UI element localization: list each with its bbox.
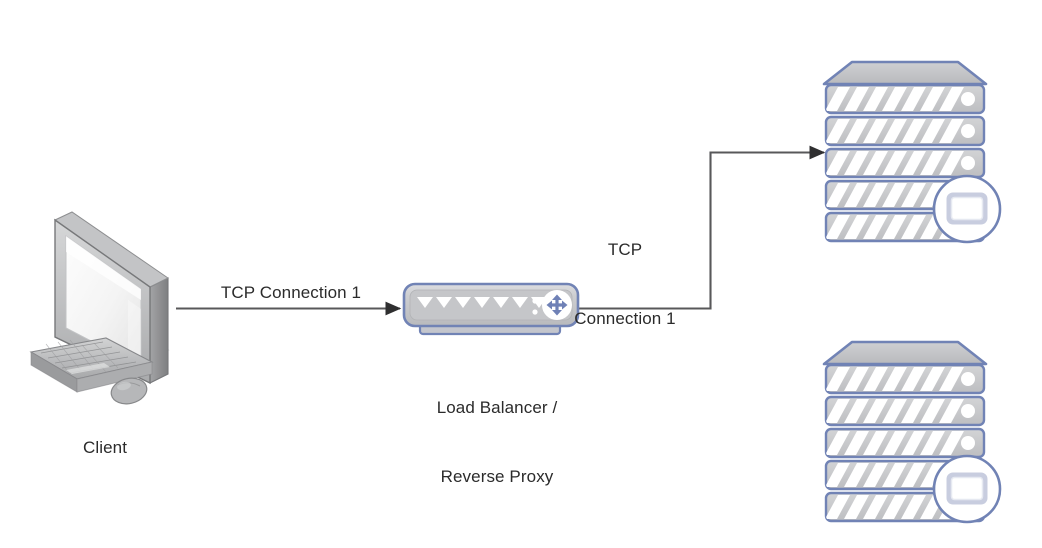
keyboard: [29, 337, 154, 393]
node-label-load-balancer: Load Balancer / Reverse Proxy: [397, 350, 597, 534]
node-label-line1: Load Balancer /: [436, 398, 558, 417]
monitor: [54, 211, 169, 385]
node-label-line2: Reverse Proxy: [440, 467, 554, 486]
rack-top: [822, 340, 988, 366]
rack-slat: [824, 427, 986, 459]
rack-top: [822, 60, 988, 86]
rack-led: [961, 156, 975, 170]
mouse: [110, 377, 148, 405]
monitor-badge-icon: [932, 454, 1002, 524]
rack-slat: [824, 83, 986, 115]
edge-label-line2: Connection 1: [574, 309, 676, 328]
node-label-client: Client: [82, 438, 128, 457]
rack-slat: [824, 395, 986, 427]
edge-label-lb-to-server: TCP Connection 1: [545, 192, 705, 376]
rack-slat: [824, 363, 986, 395]
rack-led: [961, 124, 975, 138]
edge-label-line1: TCP: [607, 240, 643, 259]
monitor-badge-icon: [932, 174, 1002, 244]
server-rack-bottom-icon: [822, 340, 1002, 524]
rack-led: [961, 92, 975, 106]
rack-led: [961, 436, 975, 450]
edge-load-balancer-to-server-top: [578, 145, 826, 310]
server-rack-top-icon: [822, 60, 1002, 244]
rack-led: [961, 372, 975, 386]
client-computer-icon: [29, 211, 170, 405]
edge-line-lb-server: [578, 145, 826, 310]
device-status-dots: [532, 298, 538, 315]
rack-slat: [824, 147, 986, 179]
rack-slat: [824, 115, 986, 147]
four-way-arrow-icon: [542, 290, 572, 320]
load-balancer-device-icon: [402, 282, 580, 336]
rack-led: [961, 404, 975, 418]
edge-label-client-to-lb: TCP Connection 1: [220, 283, 362, 302]
